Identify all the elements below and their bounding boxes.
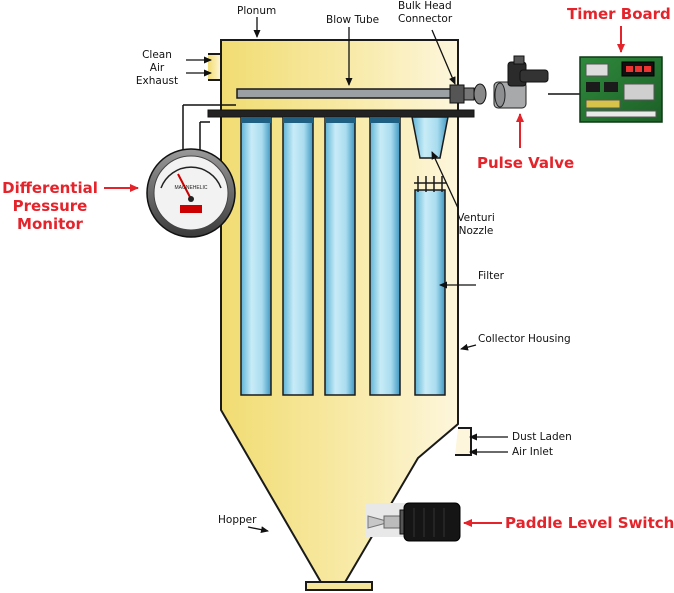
filter-bag [282, 116, 314, 396]
tube-sheet [207, 109, 475, 118]
clean-air-exhaust-label: Clean Air Exhaust [131, 49, 183, 88]
filter-bag [324, 116, 356, 396]
differential-pressure-monitor-callout: Differential Pressure Monitor [0, 179, 100, 233]
clean-air-label-line: Exhaust [135, 75, 179, 87]
dpm-callout-line: Pressure [12, 197, 88, 215]
venturi-nozzle [411, 116, 449, 159]
venturi-label-line: Venturi [457, 212, 495, 224]
clean-air-label-line: Air [149, 62, 165, 74]
bulk-head-label: Bulk Head Connector [398, 0, 452, 26]
dpm-callout-line: Differential [2, 179, 98, 197]
leader-arrows [186, 17, 508, 534]
filter-bag [414, 189, 446, 396]
plenum-label: Plonum [237, 5, 277, 17]
clean-air-exhaust-outlet [208, 53, 222, 81]
dpm-callout-line: Monitor [17, 215, 83, 233]
filter-label: Filter [478, 270, 505, 282]
callout-arrows [104, 26, 625, 527]
hopper-label: Hopper [218, 514, 257, 526]
venturi-nozzle-label: Venturi Nozzle [452, 212, 500, 238]
bulk-head-label-line: Bulk Head [398, 0, 452, 12]
timer-board [579, 56, 663, 123]
dust-laden-air-inlet-label: Dust Laden Air Inlet [512, 431, 572, 459]
blow-tube-label: Blow Tube [326, 14, 380, 26]
venturi-label-line: Nozzle [458, 225, 494, 237]
differential-pressure-gauge [146, 104, 236, 238]
dust-label-line: Dust Laden [512, 431, 572, 443]
paddle-level-switch [366, 502, 461, 542]
filter-cage [414, 176, 446, 192]
dust-label-line: Air Inlet [512, 446, 554, 458]
hopper-outlet [305, 581, 373, 591]
dust-air-inlet [455, 427, 472, 456]
bulk-head-label-line: Connector [398, 13, 453, 25]
pulse-valve-callout: Pulse Valve [477, 154, 575, 172]
clean-air-label-line: Clean [142, 49, 172, 61]
pulse-valve-assembly [449, 55, 580, 109]
gauge-brand-text: MAGNEHELIC [174, 185, 207, 191]
collector-housing-label: Collector Housing [478, 333, 571, 345]
filter-bag [240, 116, 272, 396]
filter-bags [240, 116, 446, 396]
blow-tube [236, 88, 452, 99]
filter-bag [369, 116, 401, 396]
timer-board-callout: Timer Board [567, 5, 671, 23]
paddle-level-switch-callout: Paddle Level Switch [505, 514, 674, 532]
